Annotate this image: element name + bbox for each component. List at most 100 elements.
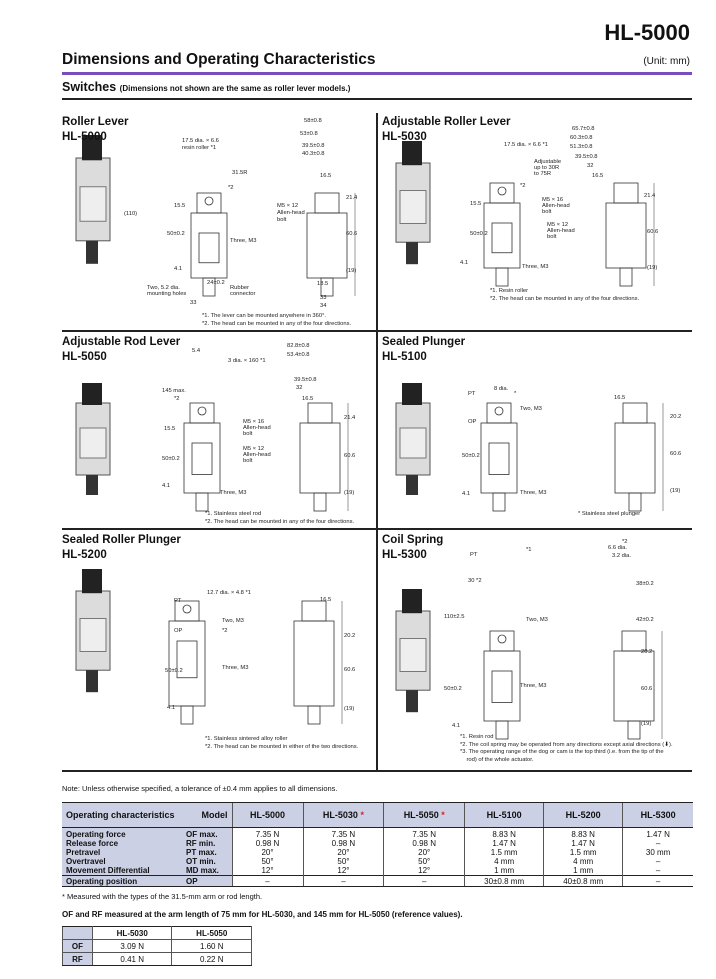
dimension-label: M5 × 12 (547, 222, 569, 228)
dimension-label: Three, M3 (520, 490, 547, 496)
dimension-label: OP (468, 419, 477, 425)
footnote-line: *1. Resin roller (490, 288, 529, 294)
dimension-label: 145 max. (162, 388, 186, 394)
drawing-footnotes: *1. Resin roller*2. The head can be moun… (490, 288, 639, 303)
table-cell: 1 mm (543, 866, 623, 876)
dimension-label: M5 × 12 (243, 446, 265, 452)
footnote-line: rod) of the whole actuator. (460, 756, 534, 763)
table-cell: 3.09 N (91, 939, 173, 953)
dimension-label: (19) (670, 488, 681, 494)
dimension-label: Adjustable (534, 159, 562, 165)
model-name: HL-5300 (640, 809, 676, 820)
dimension-label: M5 × 12 (277, 203, 299, 209)
characteristic-name: Operating position (62, 875, 182, 887)
dimension-label: 50±0.2 (470, 231, 488, 237)
corner-header: Operating characteristics (62, 802, 182, 828)
drawing-title: Sealed Roller Plunger (62, 534, 181, 546)
product-photo (75, 569, 111, 693)
dimension-label: 60.6 (346, 231, 358, 237)
dimension-label: 3.2 dia. (612, 553, 632, 559)
divider (62, 98, 692, 100)
table-cell: 4 mm (464, 857, 544, 866)
table-cell: 12° (231, 866, 304, 876)
ref-column-header: HL-5050 (171, 926, 252, 940)
asterisk: * (441, 809, 445, 820)
dimension-label: bolt (547, 234, 557, 240)
ref-row-label: RF (62, 952, 93, 966)
table-cell: 0.41 N (91, 952, 173, 966)
dimension-label: 21.4 (346, 195, 358, 201)
table-cell: 30 mm (622, 848, 693, 857)
dimension-label: Allen-head (243, 452, 271, 458)
dimension-label: *2 (228, 185, 234, 191)
table-cell: 20° (231, 848, 304, 857)
dimension-label: 42±0.2 (636, 617, 654, 623)
dimension-label: M5 × 16 (542, 197, 564, 203)
model-column-header: HL-5200 (543, 802, 623, 828)
dimension-label: 50±0.2 (162, 456, 180, 462)
model-name: HL-5000 (250, 809, 286, 820)
table-cell: 7.35 N (302, 827, 384, 839)
dimension-label: 53±0.8 (300, 131, 318, 137)
dimension-label: 33 (320, 295, 327, 301)
dimension-label: 16.5 (614, 395, 626, 401)
dimension-drawing (395, 141, 655, 287)
dimension-label: PT (470, 552, 478, 558)
dimension-drawing (395, 589, 663, 740)
table-cell: 0.98 N (383, 839, 465, 848)
front-view (483, 630, 521, 740)
characteristic-abbr: OP (182, 875, 233, 887)
dimension-label: 34 (320, 303, 327, 309)
footnote-line: *2. The head can be mounted in any of th… (202, 320, 352, 327)
dimension-label: 16.5 (320, 597, 332, 603)
dimension-label: 17.5 dia. × 6.6 *1 (504, 142, 548, 148)
divider (62, 770, 692, 772)
ref-row-label: OF (62, 939, 93, 953)
model-column-header: HL-5050 * (383, 802, 465, 828)
dimension-label: 31.5R (232, 170, 248, 176)
dimension-label: 5.4 (192, 348, 201, 354)
dimension-label: 12.7 dia. × 4.8 *1 (207, 590, 251, 596)
model-column-header: HL-5300 (622, 802, 693, 828)
dimension-label: 38±0.2 (636, 581, 654, 587)
dimension-label: 4.1 (452, 723, 461, 729)
characteristic-abbr: MD max. (182, 866, 233, 876)
dimension-label: to 75R (534, 171, 552, 177)
dimension-label: *1 (526, 547, 532, 553)
dimension-label: 53.4±0.8 (287, 352, 310, 358)
characteristic-name: Pretravel (62, 848, 182, 857)
side-view (614, 402, 664, 512)
dimension-drawing (75, 135, 356, 297)
dimension-label: (19) (641, 721, 652, 727)
subsection-heading: Switches (Dimensions not shown are the s… (62, 80, 350, 94)
footnote-line: *1. Stainless steel rod (205, 511, 262, 517)
table-cell: 1.47 N (622, 827, 693, 839)
table-cell: 50° (231, 857, 304, 866)
model-number: HL-5200 (62, 549, 107, 561)
model-name: HL-5100 (486, 809, 522, 820)
model-column-header: HL-5000 (231, 802, 304, 828)
footnote-line: *2. The head can be mounted in any of th… (490, 295, 640, 302)
table-cell: 1 mm (464, 866, 544, 876)
dimension-label: 60.6 (670, 451, 682, 457)
dimension-label: 60.6 (344, 667, 356, 673)
dimension-label: 4.1 (462, 491, 471, 497)
dimension-label: 60.3±0.8 (570, 135, 593, 141)
dimension-label: 16.5 (592, 173, 604, 179)
table-cell: – (302, 875, 384, 887)
table-cell: – (622, 875, 693, 887)
footnote-line: *3. The operating range of the dog or ca… (460, 749, 664, 755)
dimension-label: resin roller *1 (182, 145, 217, 151)
dimension-drawing (75, 569, 343, 725)
dimension-label: Allen-head (277, 210, 305, 216)
